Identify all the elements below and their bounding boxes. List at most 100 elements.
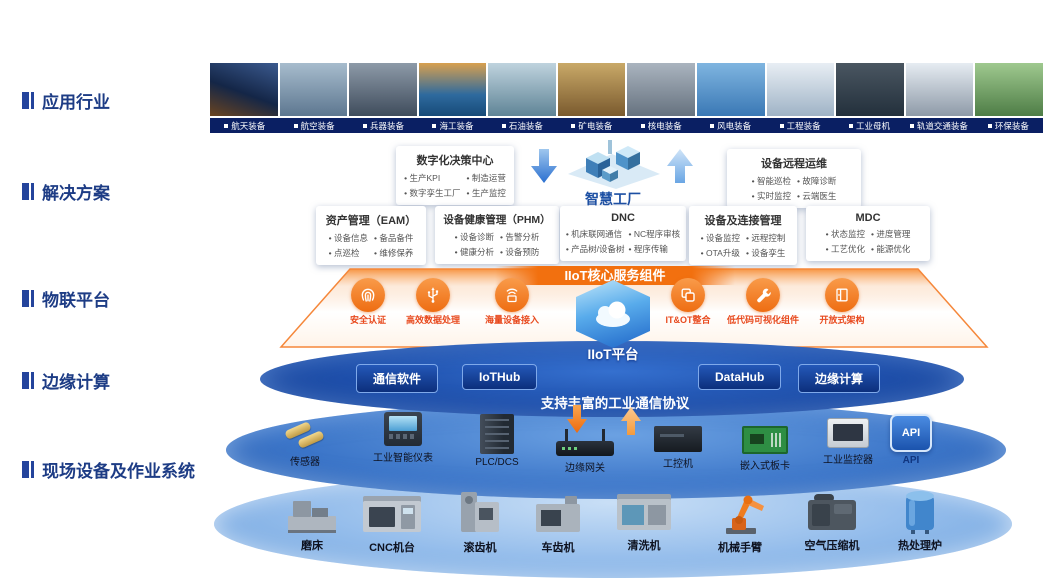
section-label-text: 解决方案 <box>42 184 110 203</box>
card-item: 故障诊断 <box>797 175 836 187</box>
card-phm: 设备健康管理（PHM） 设备诊断 告警分析 健康分析 设备预防 <box>435 206 559 264</box>
iiot-platform-hexagon <box>576 280 650 348</box>
card-items: 设备监控 远程控制 OTA升级 设备孪生 <box>697 232 789 259</box>
card-items: 设备信息 备品备件 点巡检 维修保养 <box>324 232 418 259</box>
gateway-image <box>556 429 614 456</box>
device-embedded-board: 嵌入式板卡 <box>720 426 810 472</box>
industry-label: 兵器装备 <box>349 120 418 132</box>
device-label: 传感器 <box>290 457 320 468</box>
card-item: 能源优化 <box>871 243 910 255</box>
edge-button-edge-computing[interactable]: 边缘计算 <box>798 364 881 393</box>
feature-open-architecture: 开放式架构 <box>802 278 882 326</box>
open-architecture-icon <box>825 278 859 312</box>
card-items: 生产KPI 制造运营 数字孪生工厂 生产监控 <box>404 172 506 199</box>
machine-robot-arm: 机械手臂 <box>692 486 788 555</box>
machine-label: 空气压缩机 <box>804 540 860 552</box>
feature-low-code: 低代码可视化组件 <box>723 278 803 326</box>
machine-grinder: 磨床 <box>264 496 360 553</box>
industrial-pc-image <box>654 426 702 452</box>
devices-layer-ellipse <box>226 401 1006 499</box>
card-items: 机床联网通信 NC程序审核 产品树/设备树 程序传输 <box>566 228 681 255</box>
sensor-image <box>283 420 327 450</box>
card-item: 生产KPI <box>404 172 460 184</box>
card-item: 数字孪生工厂 <box>404 187 460 199</box>
card-item: 制造运营 <box>467 172 506 184</box>
machine-air-compressor: 空气压缩机 <box>784 490 880 553</box>
grinder-image <box>288 501 336 533</box>
section-bullet-icon <box>22 461 34 478</box>
device-api: API API <box>866 414 956 466</box>
feature-label: IT&OT整合 <box>665 315 711 325</box>
smart-meter-image <box>384 412 422 446</box>
edge-protocol-caption: 支持丰富的工业通信协议 <box>540 396 690 411</box>
edge-button-comm-software[interactable]: 通信软件 <box>356 364 439 393</box>
feature-data-processing: 高效数据处理 <box>393 278 473 326</box>
feature-label: 高效数据处理 <box>405 315 460 325</box>
integration-icon <box>671 278 705 312</box>
card-remote-ops: 设备远程运维 智能巡检 故障诊断 实时监控 云端医生 <box>727 149 861 208</box>
arrow-up-orange-icon <box>621 407 641 435</box>
air-compressor-image <box>808 494 856 530</box>
industry-photo-marine <box>418 63 487 116</box>
feature-label: 安全认证 <box>349 315 386 325</box>
feature-it-ot-integration: IT&OT整合 <box>648 278 728 326</box>
card-item: OTA升级 <box>701 247 740 259</box>
card-item: 点巡检 <box>329 247 368 259</box>
card-item: 产品树/设备树 <box>566 243 624 255</box>
device-label: PLC/DCS <box>475 457 519 468</box>
device-smart-meter: 工业智能仪表 <box>358 412 448 464</box>
feature-security-auth: 安全认证 <box>328 278 408 326</box>
card-title: 设备及连接管理 <box>704 215 782 227</box>
machine-label: 热处理炉 <box>898 540 942 552</box>
device-label: 工业监控器 <box>823 455 873 466</box>
card-item: 状态监控 <box>826 228 865 240</box>
machine-heat-furnace: 热处理炉 <box>872 486 968 553</box>
section-bullet-icon <box>22 372 34 389</box>
industry-label: 航空装备 <box>279 120 348 132</box>
machine-label: 清洗机 <box>627 540 661 552</box>
card-item: 实时监控 <box>752 190 791 202</box>
device-sensor: 传感器 <box>260 420 350 468</box>
card-title: 资产管理（EAM） <box>325 215 417 227</box>
card-item: 备品备件 <box>374 232 413 244</box>
device-label: 工控机 <box>663 459 693 470</box>
api-badge[interactable]: API <box>890 414 932 452</box>
machine-label: 滚齿机 <box>463 542 497 554</box>
industry-label: 环保装备 <box>974 120 1043 132</box>
section-label-text: 现场设备及作业系统 <box>42 462 195 481</box>
card-item: NC程序审核 <box>629 228 680 240</box>
device-industrial-monitor: 工业监控器 <box>803 418 893 466</box>
section-label-field-devices: 现场设备及作业系统 <box>22 457 195 482</box>
square-bullet-icon <box>224 123 229 128</box>
gear-turning-machine-image <box>536 496 580 532</box>
edge-button-iothub[interactable]: IoTHub <box>462 364 538 390</box>
industry-photo-mining <box>557 63 626 116</box>
industry-photo-weapons <box>349 63 417 116</box>
square-bullet-icon <box>909 123 914 128</box>
card-item: 程序传输 <box>629 243 681 255</box>
square-bullet-icon <box>640 123 645 128</box>
card-item: 维修保养 <box>374 247 413 259</box>
card-items: 设备诊断 告警分析 健康分析 设备预防 <box>443 231 551 258</box>
square-bullet-icon <box>779 123 784 128</box>
usb-icon <box>416 278 450 312</box>
section-label-edge-computing: 边缘计算 <box>22 368 110 393</box>
feature-device-access: 海量设备接入 <box>472 278 552 326</box>
cleaning-machine-image <box>617 494 671 530</box>
industry-photo-machine-tool <box>836 63 904 116</box>
edge-button-datahub[interactable]: DataHub <box>698 364 782 390</box>
card-title: 设备健康管理（PHM） <box>443 214 551 226</box>
wrench-icon <box>746 278 780 312</box>
card-eam: 资产管理（EAM） 设备信息 备品备件 点巡检 维修保养 <box>316 206 426 265</box>
cloud-icon <box>596 301 630 327</box>
card-dnc: DNC 机床联网通信 NC程序审核 产品树/设备树 程序传输 <box>560 206 686 261</box>
card-item: 设备信息 <box>329 232 368 244</box>
feature-label: 海量设备接入 <box>484 315 539 325</box>
api-label: API <box>902 455 920 466</box>
machine-gear-turning: 车齿机 <box>510 492 606 555</box>
device-label: 嵌入式板卡 <box>740 461 790 472</box>
industry-photo-wind <box>697 63 765 116</box>
card-item: 进度管理 <box>871 228 910 240</box>
card-item: 云端医生 <box>797 190 836 202</box>
